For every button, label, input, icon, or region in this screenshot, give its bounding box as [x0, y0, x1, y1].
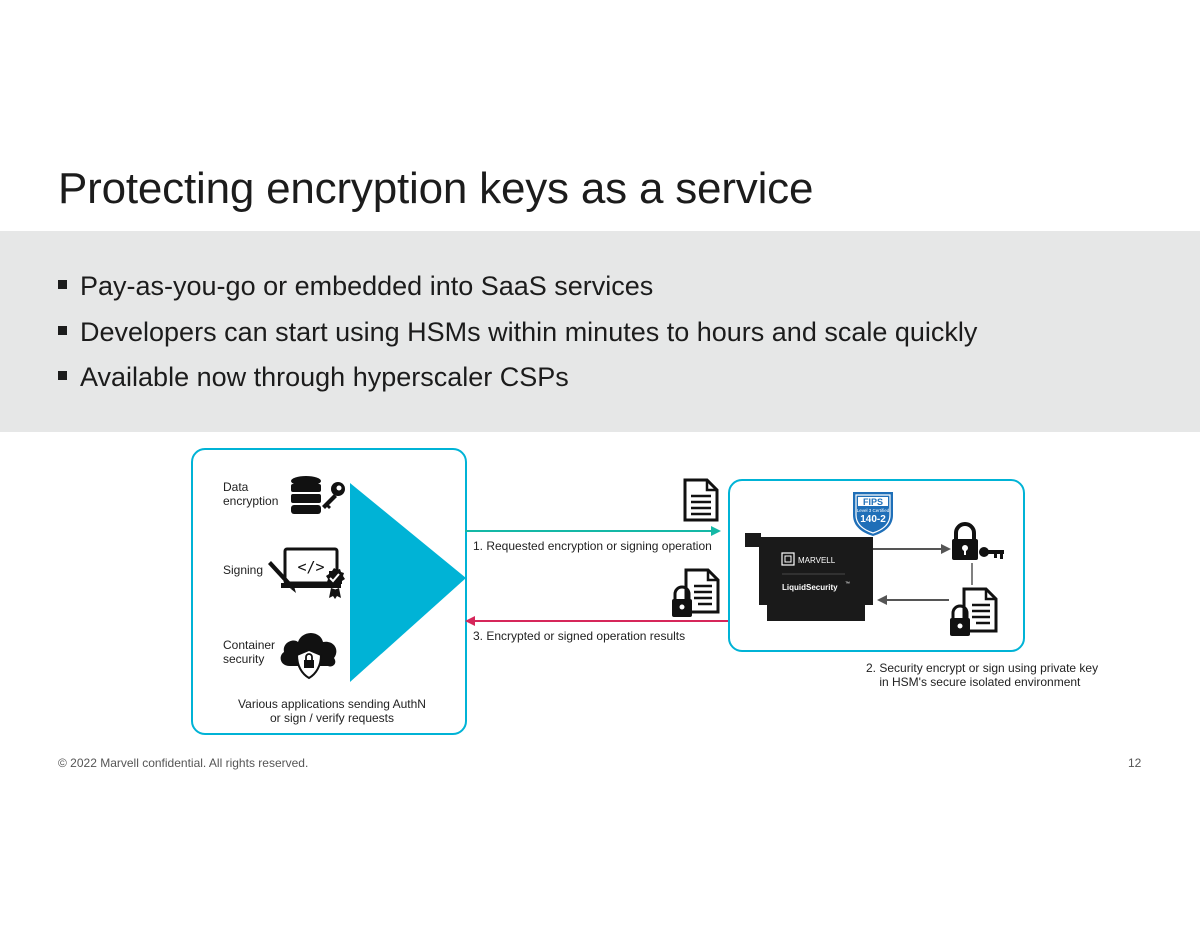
bullet-square-icon [58, 371, 67, 380]
card-to-key-arrow [873, 544, 951, 554]
bullet-item: Developers can start using HSMs within m… [58, 310, 977, 356]
document-icon [683, 478, 719, 522]
page-number: 12 [1128, 756, 1142, 770]
step-2-label: 2. Security encrypt or sign using privat… [866, 661, 1099, 689]
bullet-item: Pay-as-you-go or embedded into SaaS serv… [58, 264, 977, 310]
padlock-key-icon [952, 522, 1004, 560]
app-label-data-encryption: Data encryption [223, 480, 279, 508]
result-arrow [465, 616, 729, 626]
bullet-band [0, 231, 1200, 432]
fips-140-2-badge-icon: FIPS Level 3 Certified 140-2 [853, 492, 893, 536]
svg-text:</>: </> [297, 558, 324, 576]
card-trademark: ™ [845, 581, 850, 587]
step-1-label: 1. Requested encryption or signing opera… [473, 539, 712, 553]
liquidsecurity-hsm-card: MARVELL LiquidSecurity ™ [745, 533, 873, 621]
copyright-footer: © 2022 Marvell confidential. All rights … [58, 756, 309, 770]
bullet-square-icon [58, 280, 67, 289]
cloud-shield-icon [280, 633, 337, 680]
applications-caption: Various applications sending AuthN or si… [238, 697, 426, 725]
code-signing-icon: </> [268, 547, 345, 599]
locked-document-icon [672, 568, 720, 617]
locked-document-icon [950, 587, 998, 636]
bullet-list: Pay-as-you-go or embedded into SaaS serv… [58, 264, 977, 401]
fips-badge-middle: Level 3 Certified [857, 508, 890, 513]
fips-badge-top: FIPS [863, 497, 883, 507]
card-product: LiquidSecurity [782, 583, 838, 592]
connector-line [971, 563, 973, 585]
app-label-container-security: Container security [223, 638, 276, 666]
app-label-signing: Signing [223, 563, 264, 577]
database-key-icon [291, 476, 345, 514]
request-arrow [465, 526, 721, 536]
slide-title: Protecting encryption keys as a service [58, 164, 814, 213]
fips-badge-bottom: 140-2 [860, 514, 886, 525]
bullet-item: Available now through hyperscaler CSPs [58, 355, 977, 401]
document-to-card-arrow [877, 595, 949, 605]
api-gateway-triangle [350, 483, 466, 682]
bullet-square-icon [58, 325, 67, 335]
step-3-label: 3. Encrypted or signed operation results [473, 629, 686, 643]
card-brand: MARVELL [798, 556, 836, 565]
